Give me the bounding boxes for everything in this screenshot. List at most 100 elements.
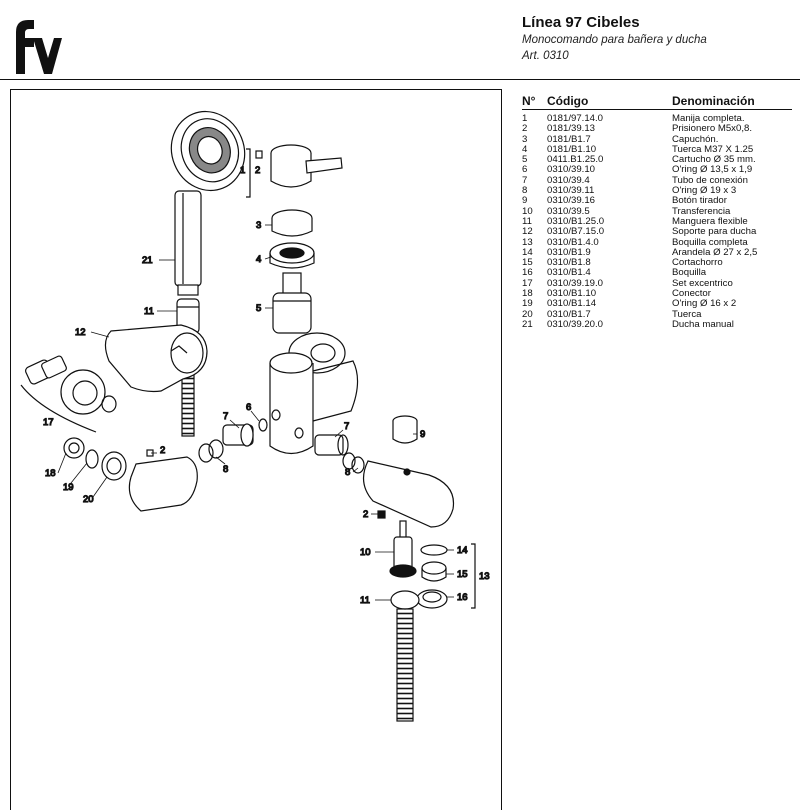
part-code-cell: 0310/39.19.0	[547, 277, 604, 289]
exploded-view-frame: 1 2 3 4 5 6 7 7 8 8 2 2 9 10 11 11 12 13…	[10, 89, 502, 810]
spout-nozzle-part-16	[416, 589, 448, 609]
connection-tube-right	[314, 434, 365, 474]
callout-15: 15	[457, 569, 468, 580]
part-number-cell: 13	[522, 236, 533, 248]
callout-20: 20	[83, 494, 94, 505]
table-row: 1 0181/97.14.0 Manija completa.	[522, 110, 792, 125]
callout-21: 21	[142, 255, 153, 266]
part-code-cell: 0310/B1.8	[547, 257, 591, 269]
callout-7-left: 7	[223, 411, 228, 422]
aerator-part-15	[421, 561, 447, 582]
header-divider	[0, 79, 800, 80]
oring-part-19	[85, 449, 99, 469]
part-code-cell: 0411.B1.25.0	[547, 154, 604, 166]
callout-16: 16	[457, 592, 468, 603]
connector-part	[63, 437, 85, 459]
part-number-cell: 16	[522, 267, 533, 279]
callout-5: 5	[256, 303, 261, 314]
part-name-cell: Ducha manual	[672, 318, 734, 330]
part-number-cell: 6	[522, 164, 528, 176]
spout-cover-left	[128, 456, 198, 512]
callout-17: 17	[43, 417, 54, 428]
fv-logo: fv	[16, 20, 62, 74]
table-row: 10 0310/39.5 Transferencia	[522, 205, 792, 217]
part-code-cell: 0181/39.13	[547, 123, 596, 135]
part-name-cell: Conector	[672, 288, 711, 300]
part-number-cell: 10	[522, 205, 533, 217]
part-number-cell: 4	[522, 143, 528, 155]
part-name-cell: Arandela Ø 27 x 2,5	[672, 246, 758, 258]
part-name-cell: Soporte para ducha	[672, 226, 757, 238]
table-row: 18 0310/B1.10 Conector	[522, 288, 792, 300]
part-number-cell: 5	[522, 154, 528, 166]
callout-3: 3	[256, 220, 261, 231]
callout-14: 14	[457, 545, 468, 556]
part-code-cell: 0310/39.5	[547, 205, 590, 217]
part-code-cell: 0310/B1.4.0	[547, 236, 599, 248]
callout-7-right: 7	[344, 421, 349, 432]
table-header-row: N° Código Denominación	[522, 92, 792, 110]
part-code-cell: 0310/B1.9	[547, 246, 591, 258]
part-name-cell: Boquilla	[672, 267, 707, 279]
callout-9: 9	[420, 429, 425, 440]
callout-10: 10	[360, 547, 371, 558]
parts-table: N° Código Denominación 1 0181/97.14.0 Mani…	[522, 92, 792, 330]
part-number-cell: 3	[522, 133, 528, 145]
part-name-cell: Transferencia	[672, 205, 731, 217]
part-number-cell: 9	[522, 195, 528, 207]
part-code-cell: 0310/39.20.0	[547, 318, 604, 330]
part-name-cell: Capuchón.	[672, 133, 719, 145]
part-code-cell: 0181/B1.10	[547, 143, 597, 155]
part-code-cell: 0310/B1.14	[547, 298, 597, 310]
part-code-cell: 0181/97.14.0	[547, 113, 604, 124]
part-name-cell: O'ring Ø 19 x 3	[672, 185, 737, 197]
part-number-cell: 19	[522, 298, 533, 310]
part-number-cell: 14	[522, 246, 533, 258]
diverter-part	[389, 520, 417, 578]
part-code-cell: 0310/39.4	[547, 174, 590, 186]
table-row: 5 0411.B1.25.0 Cartucho Ø 35 mm.	[522, 154, 792, 166]
cap-part	[271, 209, 313, 237]
part-code-cell: 0310/B1.7	[547, 308, 591, 320]
table-row: 14 0310/B1.9 Arandela Ø 27 x 2,5	[522, 246, 792, 258]
part-name-cell: Prisionero M5x0,8.	[672, 123, 752, 135]
product-line-title: Línea 97 Cibeles	[522, 14, 640, 31]
part-number-cell: 18	[522, 288, 533, 300]
part-number-cell: 21	[522, 318, 533, 330]
part-code-cell: 0310/B7.15.0	[547, 226, 605, 238]
part-code-cell: 0310/B1.4	[547, 267, 591, 279]
callout-8-left: 8	[223, 464, 228, 475]
callout-8-right: 8	[345, 467, 350, 478]
column-header-code: Código	[547, 92, 672, 110]
callout-1: 1	[240, 165, 245, 176]
part-number-cell: 11	[522, 215, 532, 227]
part-name-cell: Botón tirador	[672, 195, 727, 207]
spout-right	[362, 460, 455, 528]
callout-4: 4	[256, 254, 261, 265]
part-name-cell: Manija completa.	[672, 113, 745, 124]
part-name-cell: Cartucho Ø 35 mm.	[672, 154, 756, 166]
product-subtitle: Monocomando para bañera y ducha	[522, 34, 707, 46]
callout-12: 12	[75, 327, 86, 338]
flexible-hose-lower	[390, 590, 420, 722]
connection-tube-left	[198, 418, 268, 463]
callout-19: 19	[63, 482, 74, 493]
handle-part	[270, 144, 343, 188]
callout-11-upper: 11	[144, 306, 154, 317]
washer-part-14	[420, 544, 448, 556]
diverter-knob-part	[392, 415, 418, 444]
part-code-cell: 0310/B1.10	[547, 288, 597, 300]
part-number-cell: 1	[522, 113, 528, 124]
callout-2: 2	[255, 165, 260, 176]
title-block: Línea 97 Cibeles Monocomando para bañera…	[522, 14, 707, 64]
part-name-cell: O'ring Ø 13,5 x 1,9	[672, 164, 753, 176]
table-row: 21 0310/39.20.0 Ducha manual	[522, 318, 792, 330]
